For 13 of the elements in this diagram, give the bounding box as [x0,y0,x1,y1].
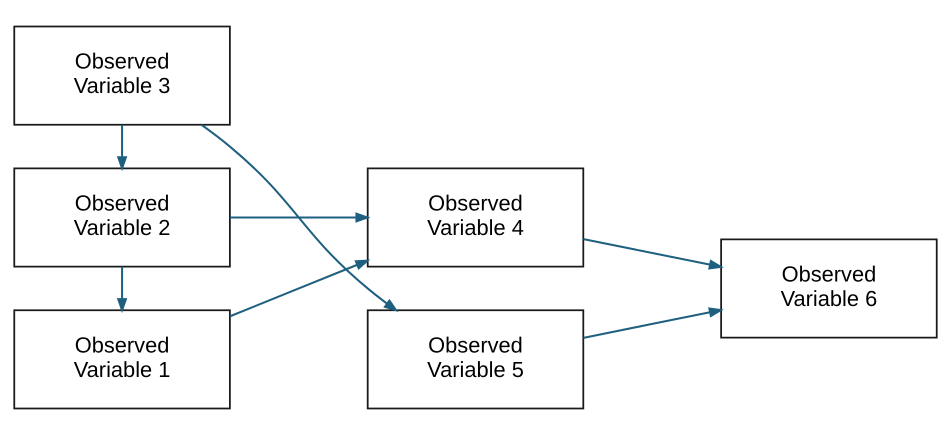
arrow [230,260,370,318]
node-box: Observed Variable 1 [13,309,231,410]
node-box: Observed Variable 5 [366,309,584,410]
arrow [583,307,724,339]
arrow [116,266,128,314]
node-box: Observed Variable 3 [13,26,231,126]
arrow [230,212,370,223]
node-box: Observed Variable 6 [720,238,938,338]
arrow [200,124,398,312]
node-box: Observed Variable 4 [366,167,584,268]
arrow [116,124,128,172]
node-box: Observed Variable 2 [13,167,231,268]
arrow [583,238,724,270]
